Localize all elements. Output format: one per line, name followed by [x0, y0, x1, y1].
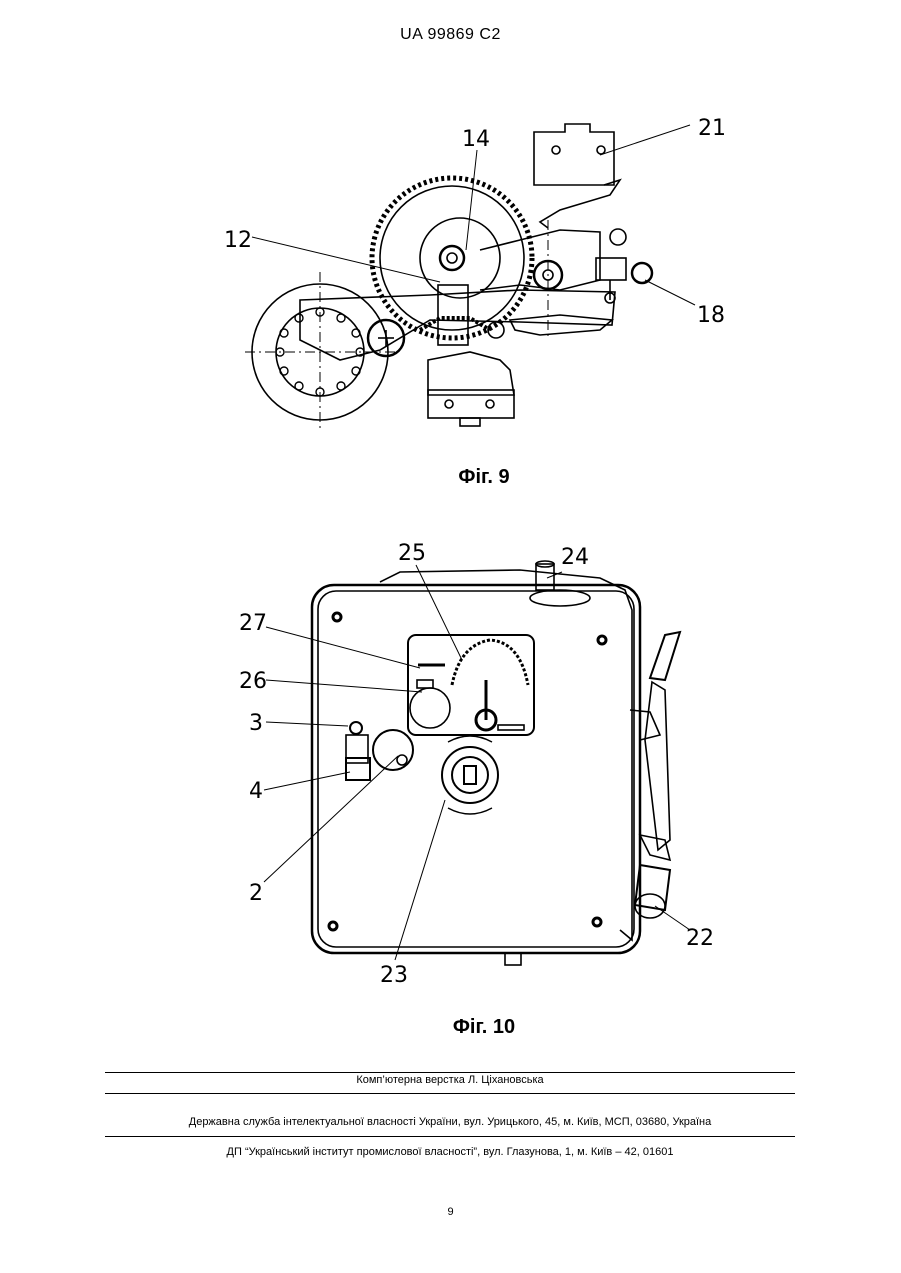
- page-number: 9: [0, 1206, 901, 1218]
- label-26: 26: [239, 669, 267, 694]
- label-4: 4: [249, 779, 263, 804]
- footer-institute: ДП “Український інститут промислової вла…: [105, 1146, 795, 1158]
- label-18: 18: [697, 303, 725, 328]
- footer-layout-credit: Комп’ютерна верстка Л. Ціхановська: [105, 1074, 795, 1086]
- footer-agency: Державна служба інтелектуальної власност…: [105, 1116, 795, 1128]
- figure-9-caption: Фіг. 9: [0, 466, 901, 489]
- figure-9-drawing: 14 21 12 18: [0, 0, 901, 470]
- footer-rule-2: [105, 1093, 795, 1094]
- footer-rule-3: [105, 1136, 795, 1137]
- label-24: 24: [561, 545, 589, 570]
- figure-10-caption: Фіг. 10: [0, 1016, 901, 1039]
- label-21: 21: [698, 116, 726, 141]
- figure-10-drawing: 25 24 27 26 3 4 2 23 22: [0, 520, 901, 1000]
- label-22: 22: [686, 926, 714, 951]
- label-12: 12: [224, 228, 252, 253]
- label-14: 14: [462, 127, 490, 152]
- label-3: 3: [249, 711, 263, 736]
- label-2: 2: [249, 881, 263, 906]
- label-27: 27: [239, 611, 267, 636]
- label-25: 25: [398, 541, 426, 566]
- label-23: 23: [380, 963, 408, 988]
- footer-rule-1: [105, 1072, 795, 1073]
